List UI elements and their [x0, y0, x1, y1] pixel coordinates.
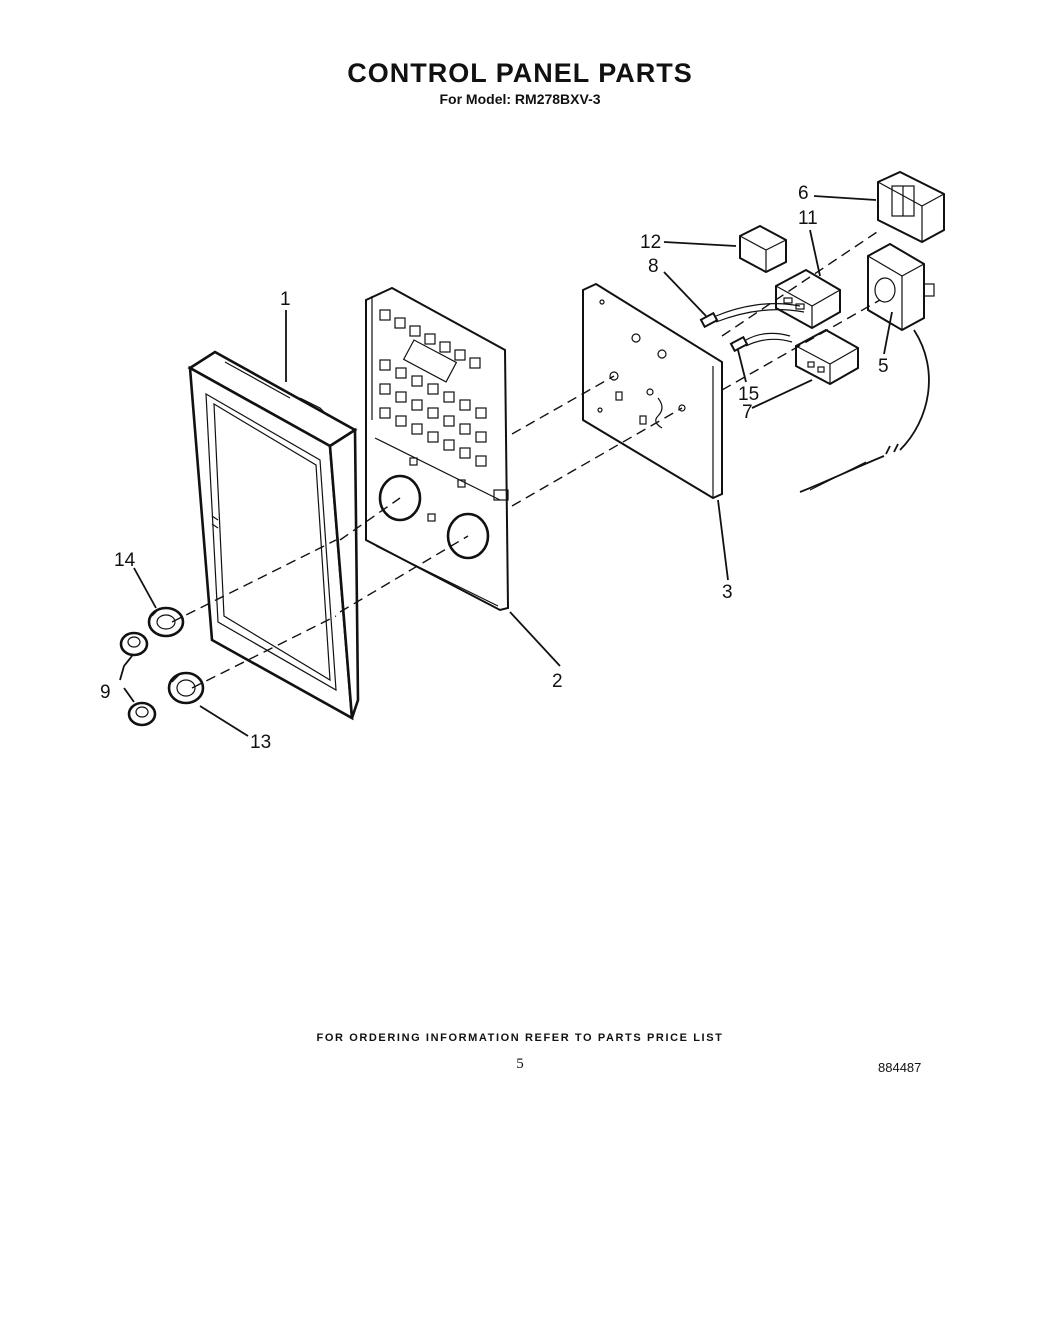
part-2-control-panel — [365, 286, 510, 612]
part-7-switch-block — [795, 328, 859, 386]
page-title: CONTROL PANEL PARTS — [347, 58, 693, 88]
part-12-relay — [739, 224, 787, 274]
part-6-bracket — [877, 170, 945, 244]
model-subtitle: For Model: RM278BXV-3 — [439, 91, 601, 107]
callout-9: 9 — [100, 682, 111, 703]
callout-12: 12 — [640, 232, 661, 253]
callout-5: 5 — [878, 356, 889, 377]
part-3-mounting-plate — [582, 282, 723, 500]
callout-1: 1 — [280, 289, 291, 310]
part-1-bezel-frame — [187, 350, 360, 721]
callout-11: 11 — [798, 208, 818, 229]
callout-14: 14 — [114, 550, 136, 571]
part-9-knob-lower — [127, 701, 157, 727]
part-5-motor — [799, 242, 935, 493]
part-8-connector — [699, 303, 805, 329]
part-11-switch-block — [775, 268, 841, 330]
callout-6: 6 — [798, 183, 809, 204]
assembly-lines — [171, 229, 881, 689]
part-14-knob-ring — [147, 606, 185, 638]
page-number: 5 — [516, 1056, 524, 1072]
leader-lines — [119, 195, 893, 737]
callout-13: 13 — [250, 732, 271, 753]
ordering-note: FOR ORDERING INFORMATION REFER TO PARTS … — [316, 1032, 724, 1044]
part-9-knob-upper — [119, 631, 149, 657]
callout-labels: 1 2 3 5 6 7 8 9 11 12 13 14 15 — [100, 183, 889, 753]
callout-2: 2 — [552, 671, 563, 692]
part-13-knob-ring — [167, 671, 205, 705]
callout-7: 7 — [742, 402, 753, 423]
callout-15: 15 — [738, 384, 759, 405]
part-15-connector — [729, 332, 793, 353]
callout-8: 8 — [648, 256, 659, 277]
callout-3: 3 — [722, 582, 733, 603]
document-number: 884487 — [878, 1060, 922, 1075]
